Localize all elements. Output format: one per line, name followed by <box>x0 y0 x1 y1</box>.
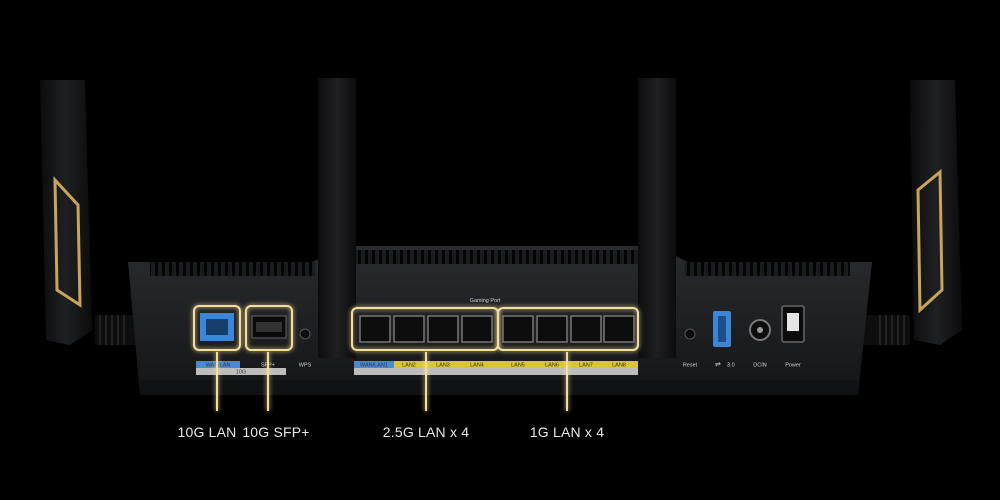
label-reset: Reset <box>683 363 698 369</box>
label-lan3: LAN3 <box>436 363 450 369</box>
label-wan-lan: WAN/LAN <box>206 363 231 369</box>
label-wan-lan1: WAN/LAN1 <box>360 363 388 369</box>
callout-1g-lan: 1G LAN x 4 <box>529 424 605 440</box>
lan-label-strips <box>354 361 638 375</box>
callout-2-5g-lan: 2.5G LAN x 4 <box>382 424 470 440</box>
label-usb: 3.0 <box>727 363 735 369</box>
label-lan2: LAN2 <box>402 363 416 369</box>
reset-button <box>684 328 696 340</box>
label-power: Power <box>785 363 801 369</box>
dc-in-jack <box>749 319 771 341</box>
label-wps: WPS <box>299 363 312 369</box>
port-group-2-5g <box>351 307 499 351</box>
callout-lines <box>216 352 568 411</box>
label-dcin: DCIN <box>753 363 766 369</box>
center-antennas <box>318 78 676 358</box>
label-lan5: LAN5 <box>511 363 525 369</box>
port-group-1g <box>497 307 639 351</box>
router-body <box>128 246 872 395</box>
label-10g: 10G <box>236 370 246 376</box>
callout-10g-sfp: 10G SFP+ <box>242 424 310 440</box>
label-lan8: LAN8 <box>612 363 626 369</box>
label-lan7: LAN7 <box>579 363 593 369</box>
label-gaming-port: Gaming Port <box>470 298 501 304</box>
wps-button <box>299 328 311 340</box>
label-lan4: LAN4 <box>470 363 484 369</box>
power-switch <box>781 305 805 343</box>
right-side-antenna <box>852 80 962 345</box>
usb-icon: ⇌ <box>715 362 721 369</box>
port-10g-sfp <box>245 305 293 351</box>
callout-10g-lan: 10G LAN <box>177 424 237 440</box>
usb-port <box>713 311 731 347</box>
label-lan6: LAN6 <box>545 363 559 369</box>
